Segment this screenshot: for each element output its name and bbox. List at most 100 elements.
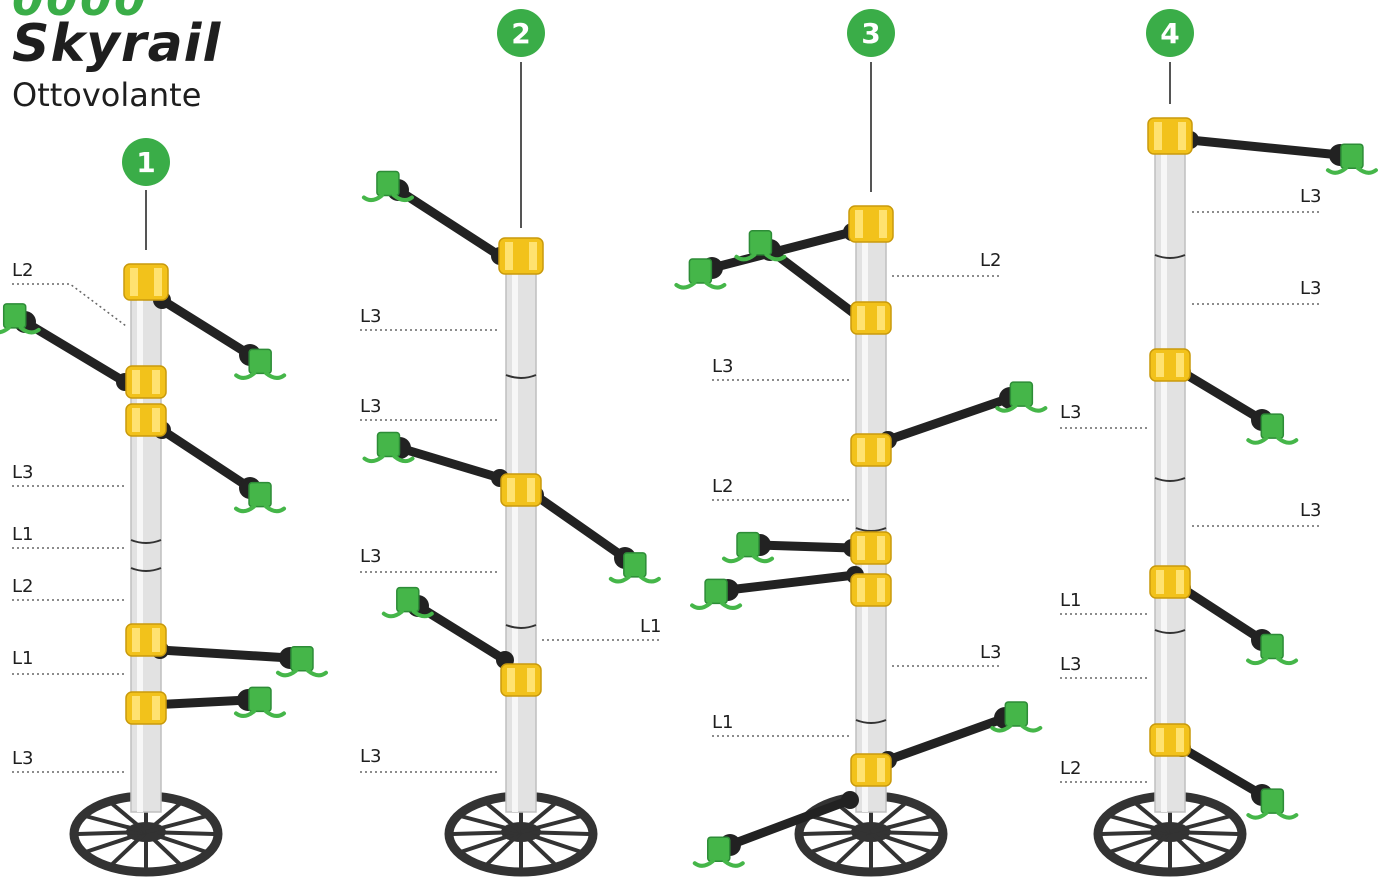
connector-tooth (855, 210, 863, 238)
step-badge (497, 9, 545, 57)
segment-label: L3 (360, 546, 382, 567)
step-4: 4 (1060, 9, 1378, 877)
base-spoke (1169, 830, 1230, 854)
track-rod (723, 570, 860, 595)
connector-tooth (130, 268, 138, 296)
base-spoke (144, 830, 182, 866)
segment-label: L1 (640, 616, 662, 637)
step-number: 1 (136, 146, 155, 179)
track-clip (1009, 381, 1034, 407)
track-clip (1004, 701, 1029, 727)
track-rod (707, 227, 857, 273)
track-clip (290, 645, 314, 672)
track-clip (248, 348, 272, 375)
clip-hook (690, 601, 743, 610)
connector-tooth (154, 268, 162, 296)
segment-label: L3 (12, 462, 34, 483)
step-2: 2 (360, 9, 662, 877)
connector-tooth (507, 668, 515, 692)
clip-hook (234, 371, 287, 380)
segment-label: L3 (1300, 278, 1322, 299)
track-clip (1260, 413, 1285, 439)
base-spoke (1168, 802, 1206, 834)
connector-tooth (857, 578, 865, 602)
column-tube (1154, 149, 1186, 813)
track-rod (1177, 743, 1267, 800)
base-spoke (811, 830, 872, 854)
segment-label: L3 (1060, 654, 1082, 675)
track-clip (376, 170, 400, 197)
tube-joint-ring (1154, 477, 1186, 482)
connector-tooth (527, 668, 535, 692)
connector-tooth (527, 478, 535, 502)
track-clip (623, 552, 647, 578)
track-clip (704, 578, 728, 605)
segment-label: L3 (980, 642, 1002, 663)
track-clip (2, 303, 27, 329)
connector-tooth (505, 242, 513, 270)
base-spoke (519, 802, 557, 834)
base-spoke (77, 830, 147, 836)
model-subtitle: Ottovolante (12, 76, 202, 114)
step-number: 4 (1160, 17, 1179, 50)
track-rod (157, 295, 255, 360)
base-spoke (86, 830, 147, 854)
base-spoke (461, 814, 522, 834)
clip-hook (995, 404, 1048, 413)
base-spoke (1169, 814, 1230, 834)
track-rod (155, 645, 295, 663)
base-spoke (1168, 830, 1206, 866)
base-spoke (1101, 830, 1171, 836)
connector-tooth (132, 628, 140, 652)
track-clip (707, 836, 731, 862)
base-spoke (869, 830, 907, 866)
track-clip (688, 258, 713, 284)
base-spoke (1134, 830, 1172, 866)
segment-label: L1 (12, 524, 34, 545)
track-rod (393, 185, 505, 261)
connector-tooth (152, 370, 160, 394)
tube-joint-ring (1154, 254, 1186, 259)
tube-joint-ring (855, 527, 887, 532)
track-rod (395, 443, 505, 483)
base-spoke (144, 802, 182, 834)
clip-hook (608, 574, 661, 584)
connector-tooth (857, 536, 865, 560)
connector-tooth (1156, 353, 1164, 377)
base-spoke (520, 830, 581, 854)
clip-hook (381, 609, 434, 619)
track-clip (1260, 633, 1284, 660)
track-rod (883, 393, 1015, 445)
connector-tooth (1176, 353, 1184, 377)
base-spoke (519, 830, 557, 866)
model-code: 0000 (12, 0, 148, 26)
base-spoke (869, 802, 907, 834)
base-spoke (870, 830, 940, 836)
tube-joint-ring (855, 719, 887, 724)
column-highlight (137, 300, 143, 812)
base-spoke (520, 814, 581, 834)
track-rod (755, 540, 857, 553)
track-rod (725, 795, 855, 850)
segment-label: L2 (12, 576, 34, 597)
connector-tooth (877, 578, 885, 602)
connector-tooth (529, 242, 537, 270)
base-spoke (835, 802, 873, 834)
clip-hook (692, 859, 745, 868)
connector-tooth (132, 408, 140, 432)
segment-label: L3 (360, 746, 382, 767)
track-clip (396, 586, 420, 613)
track-rod (1177, 367, 1267, 425)
base-spoke (870, 830, 931, 854)
connector-tooth (857, 758, 865, 782)
clip-hook (734, 252, 787, 262)
connector-tooth (879, 210, 887, 238)
base-spoke (835, 830, 873, 866)
base-spoke (485, 830, 523, 866)
column-highlight (512, 270, 518, 812)
track-clip (748, 230, 773, 256)
connector-tooth (877, 536, 885, 560)
segment-label: L3 (1300, 500, 1322, 521)
